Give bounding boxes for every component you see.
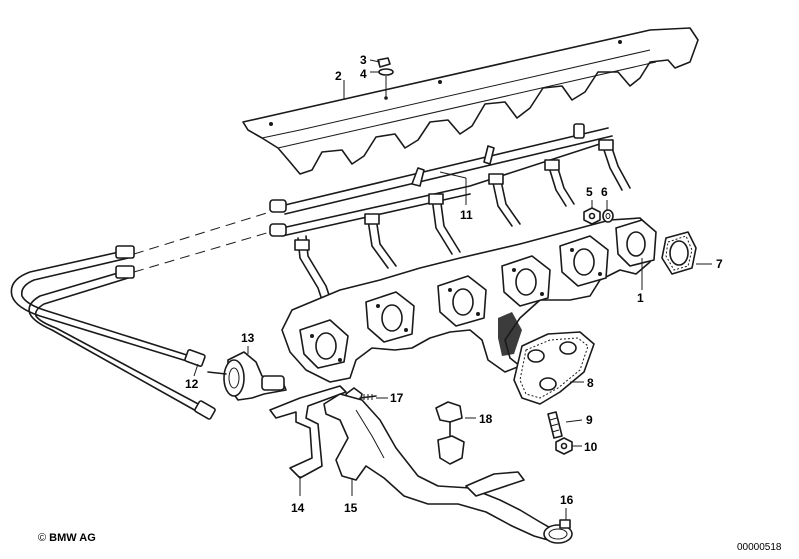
callout-3: 3: [360, 53, 367, 67]
callout-2: 2: [335, 69, 342, 83]
callout-11: 11: [460, 208, 473, 222]
callout-4: 4: [360, 67, 367, 81]
fuel-distributor-lines: [269, 123, 631, 301]
pressure-regulator: [207, 351, 287, 401]
nut-and-washer: [583, 207, 614, 225]
callout-16: 16: [560, 493, 574, 507]
retaining-clip: [435, 401, 465, 465]
exhaust-pipe: [323, 393, 555, 541]
callout-13: 13: [241, 331, 255, 345]
callout-18: 18: [479, 412, 493, 426]
callout-5: 5: [586, 185, 593, 199]
exhaust-flange-gasket: [513, 331, 595, 405]
callout-labels: 1 2 3 4 5 6 7 8 9 10 11 12 13 14 15 16 1…: [185, 53, 723, 515]
bracket: [269, 385, 347, 479]
callout-8: 8: [587, 376, 594, 390]
callout-12: 12: [185, 377, 199, 391]
fuel-lines: [10, 211, 271, 420]
stud-and-nut: [547, 411, 573, 455]
copyright-notice: © BMW AG: [38, 532, 96, 544]
heat-shield: [242, 27, 699, 175]
exhaust-manifold: [281, 217, 657, 383]
callout-1: 1: [637, 291, 644, 305]
callout-10: 10: [584, 440, 598, 454]
callout-14: 14: [291, 501, 305, 515]
callout-17: 17: [390, 391, 404, 405]
manifold-gasket: [661, 231, 697, 275]
callout-9: 9: [586, 413, 593, 427]
copyright-text: BMW AG: [49, 532, 96, 544]
document-number: 00000518: [737, 542, 782, 553]
callout-7: 7: [716, 257, 723, 271]
callout-6: 6: [601, 185, 608, 199]
callout-15: 15: [344, 501, 358, 515]
leader-lines: [193, 59, 712, 520]
copyright-symbol: ©: [38, 532, 47, 544]
hose-clamp: [543, 519, 573, 544]
